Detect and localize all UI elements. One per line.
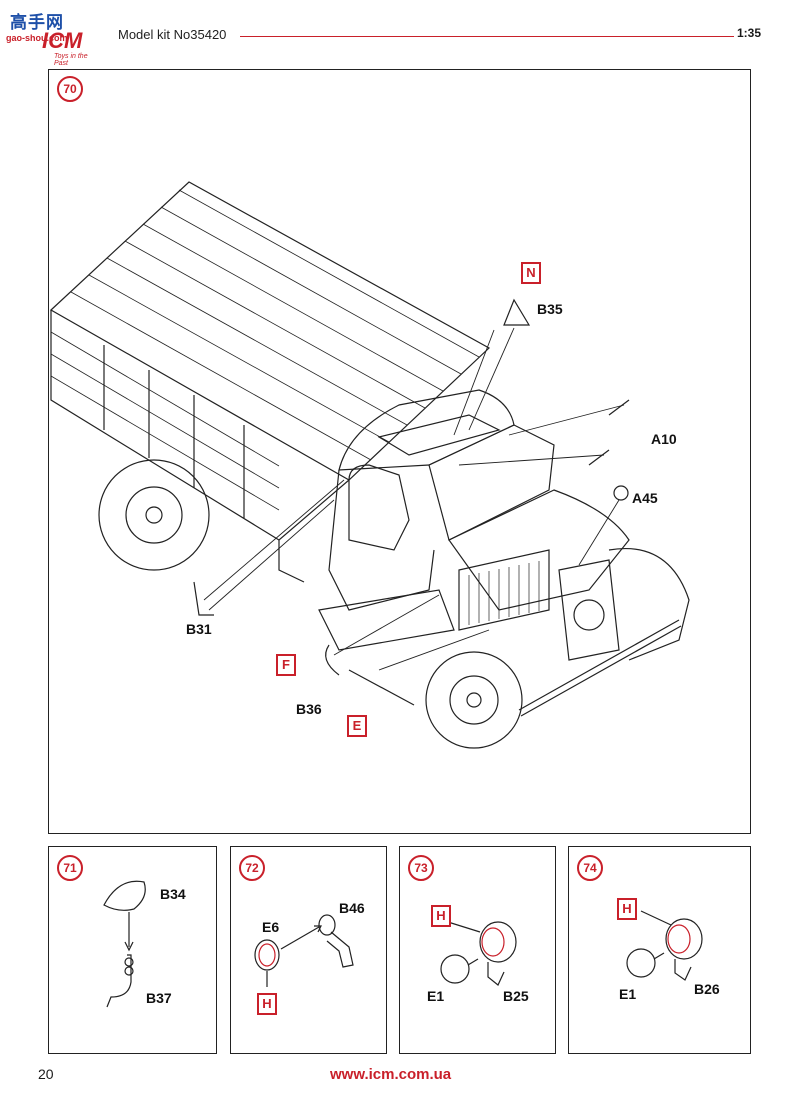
brand-cn-text: 高手网 [10,13,64,32]
marker-H: H [257,993,277,1015]
step-74-drawing [626,910,703,981]
part-B37: B37 [146,990,172,1006]
part-A45: A45 [632,490,658,506]
marker-H-74: H [617,898,637,920]
marker-F: F [276,654,296,676]
part-E1-74: E1 [619,986,637,1002]
marker-N: N [521,262,541,284]
part-B25: B25 [503,988,529,1004]
part-E1-73: E1 [427,988,445,1004]
step-74-badge: 74 [577,855,603,881]
step-72-badge: 72 [239,855,265,881]
step-74-panel: 74 H E1 B26 [568,846,751,1054]
step-71-badge: 71 [57,855,83,881]
step-72-panel: 72 B46 E6 H [230,846,387,1054]
brand-motto: Toys in the Past [54,53,88,67]
brand-site: gao-shou.com [6,33,68,43]
header-rule [240,36,734,37]
page-number: 20 [38,1066,54,1082]
part-B35: B35 [537,301,563,317]
step-72-drawing [254,914,354,987]
part-A10: A10 [651,431,677,447]
part-B34: B34 [160,886,186,902]
step-71-panel: 71 B34 B37 [48,846,217,1054]
step-70-badge: 70 [57,76,83,102]
step-73-badge: 73 [408,855,434,881]
step-70-panel: 70 N B35 A10 A45 B31 F B36 E [48,69,751,834]
part-B31: B31 [186,621,212,637]
marker-H-73: H [431,905,451,927]
website-link[interactable]: www.icm.com.ua [330,1066,452,1083]
model-kit-title: Model kit No35420 [118,27,227,42]
truck-drawing [49,181,690,749]
step-73-drawing [440,921,517,986]
step-73-panel: 73 H E1 B25 [399,846,556,1054]
part-B36: B36 [296,701,322,717]
step-71-drawing [103,880,146,1008]
scale-label: 1:35 [737,26,762,40]
part-B46: B46 [339,900,365,916]
brand-name: ICM [42,28,83,53]
part-E6: E6 [262,919,280,935]
icm-logo: 高手网 gao-shou.com ICM Toys in the Past [6,6,102,67]
marker-E: E [347,715,367,737]
part-B26: B26 [694,981,720,997]
